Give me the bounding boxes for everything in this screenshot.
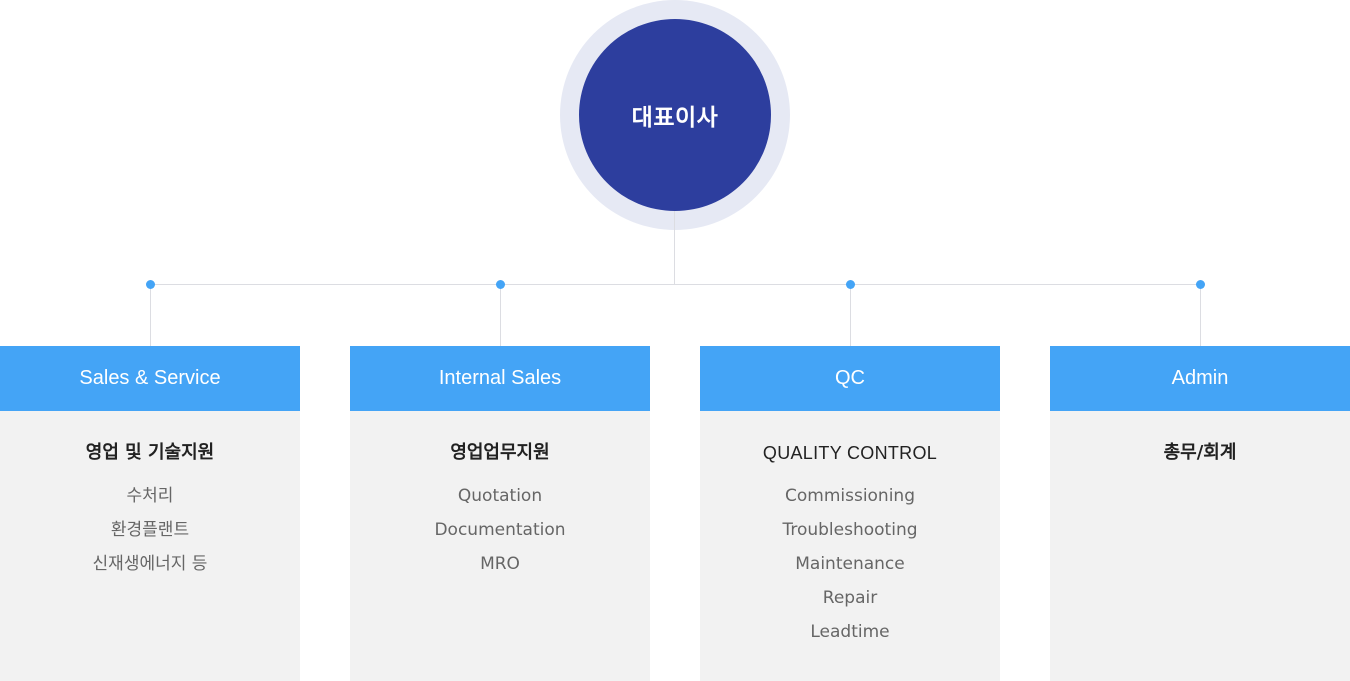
- connector-dot-sales-service: [146, 280, 155, 289]
- dept-subtitle: 총무/회계: [1163, 442, 1237, 463]
- dept-item-list: Quotation Documentation MRO: [350, 479, 650, 581]
- dept-subtitle: 영업업무지원: [450, 442, 550, 463]
- branch-line-internal-sales: [500, 284, 501, 346]
- dept-item: 신재생에너지 등: [92, 554, 208, 574]
- ceo-connector-line: [674, 211, 675, 284]
- dept-title: QC: [835, 367, 865, 389]
- dept-card-internal-sales: Internal Sales 영업업무지원 Quotation Document…: [350, 346, 650, 681]
- dept-card-sales-service: Sales & Service 영업 및 기술지원 수처리 환경플랜트 신재생에…: [0, 346, 300, 681]
- connector-dot-qc: [846, 280, 855, 289]
- dept-title: Sales & Service: [79, 367, 221, 389]
- dept-item-list: 수처리 환경플랜트 신재생에너지 등: [0, 479, 300, 581]
- dept-item: Documentation: [434, 520, 566, 540]
- dept-item: Maintenance: [795, 554, 905, 574]
- dept-item: 수처리: [126, 486, 174, 506]
- ceo-node: 대표이사: [579, 19, 771, 211]
- branch-line-qc: [850, 284, 851, 346]
- dept-item: Commissioning: [784, 486, 915, 506]
- dept-subtitle: 영업 및 기술지원: [85, 442, 215, 463]
- dept-header-admin: Admin: [1050, 346, 1350, 411]
- branch-line-admin: [1200, 284, 1201, 346]
- horizontal-connector-line: [150, 284, 1200, 285]
- dept-title: Admin: [1171, 367, 1229, 389]
- dept-subtitle: QUALITY CONTROL: [762, 443, 938, 463]
- dept-item: Troubleshooting: [782, 520, 918, 540]
- dept-card-admin: Admin 총무/회계: [1050, 346, 1350, 681]
- dept-header-sales-service: Sales & Service: [0, 346, 300, 411]
- dept-item: MRO: [480, 554, 520, 574]
- dept-header-internal-sales: Internal Sales: [350, 346, 650, 411]
- dept-header-qc: QC: [700, 346, 1000, 411]
- connector-dot-internal-sales: [496, 280, 505, 289]
- ceo-label: 대표이사: [631, 105, 719, 131]
- dept-card-qc: QC QUALITY CONTROL Commissioning Trouble…: [700, 346, 1000, 681]
- dept-item: Leadtime: [810, 622, 890, 642]
- dept-item: 환경플랜트: [110, 520, 190, 540]
- dept-item: Quotation: [457, 486, 543, 506]
- dept-item-list: Commissioning Troubleshooting Maintenanc…: [700, 479, 1000, 649]
- branch-line-sales-service: [150, 284, 151, 346]
- dept-title: Internal Sales: [438, 367, 562, 389]
- dept-item: Repair: [822, 588, 878, 608]
- connector-dot-admin: [1196, 280, 1205, 289]
